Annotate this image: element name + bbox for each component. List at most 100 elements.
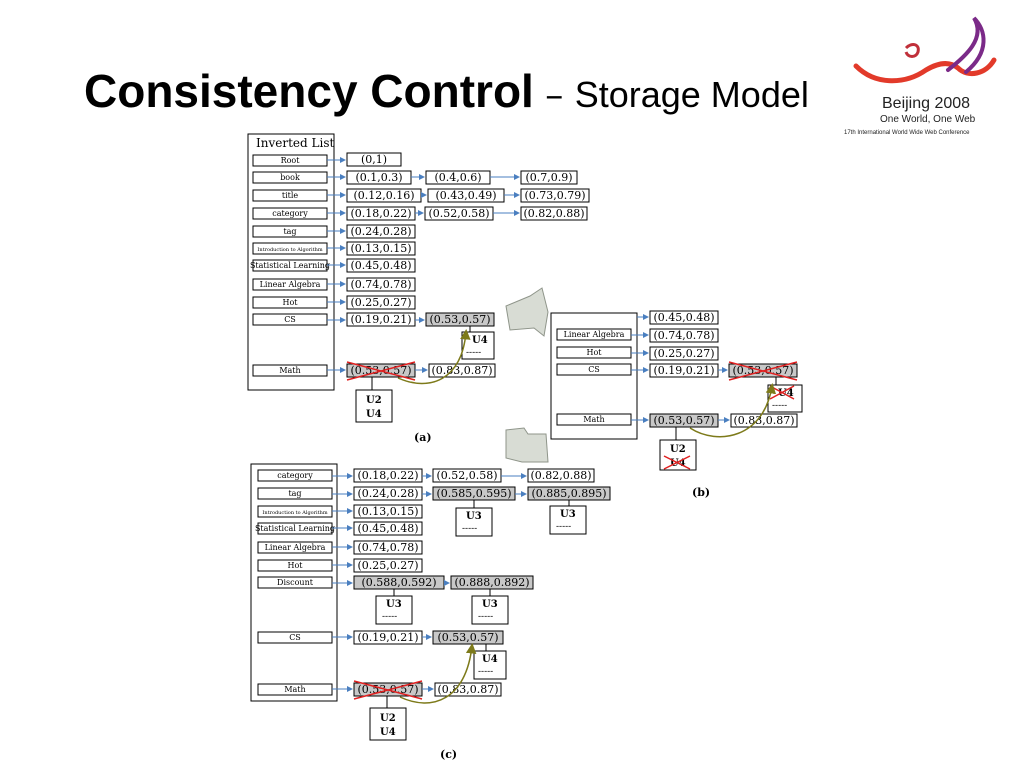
c-value: (0.19,0.21) (357, 631, 418, 644)
a-cs-user: U4 (472, 335, 488, 346)
c-math-user: U4 (380, 727, 396, 738)
a-value: (0,1) (361, 153, 387, 166)
panel-a-header: Inverted List (256, 136, 334, 150)
c-u3-user: U3 (386, 599, 402, 610)
c-u3-user: U3 (560, 509, 576, 520)
logo-swirl-small (904, 43, 920, 58)
panel-c-caption: (c) (440, 748, 457, 761)
panel-a-caption: (a) (414, 431, 432, 444)
c-value: (0.83,0.87) (437, 683, 498, 696)
a-value: (0.73,0.79) (524, 189, 585, 202)
a-user-box (355, 389, 393, 423)
a-label-tag: tag (283, 227, 296, 236)
c-value: (0.45,0.48) (357, 522, 418, 535)
c-value: (0.18,0.22) (357, 469, 418, 482)
logo-line3: 17th International World Wide Web Confer… (844, 130, 970, 136)
a-value-box (346, 241, 416, 256)
b-value: (0.74,0.78) (653, 329, 714, 342)
a-label-cs: CS (284, 315, 296, 324)
a-value-box (346, 152, 402, 167)
c-value-box (527, 468, 595, 483)
c-user-box (471, 595, 509, 625)
panel-a: Inverted List Root book title category t… (247, 133, 590, 444)
c-math-user: U2 (380, 713, 396, 724)
panel-b-list-frame (550, 312, 638, 440)
a-value: (0.12,0.16) (353, 189, 414, 202)
b-math-user: U2 (670, 444, 686, 455)
c-label-hot: Hot (287, 561, 303, 570)
a-value: (0.4,0.6) (434, 171, 481, 184)
b-label-linear-algebra: Linear Algebra (564, 330, 625, 339)
a-value: (0.24,0.28) (350, 225, 411, 238)
b-value: (0.25,0.27) (653, 347, 714, 360)
c-u3-dashes: ----- (382, 612, 397, 622)
a-value-box (428, 363, 496, 378)
a-update-curve (397, 329, 471, 385)
a-math-user: U4 (366, 409, 382, 420)
b-value-box (649, 346, 719, 361)
c-label-math: Math (284, 685, 305, 694)
a-math-user: U2 (366, 395, 382, 406)
a-value: (0.45,0.48) (350, 259, 411, 272)
c-update-curve (399, 643, 477, 704)
a-label-hot: Hot (282, 298, 298, 307)
c-value: (0.25,0.27) (357, 559, 418, 572)
panel-b: Linear Algebra Hot CS Math (0.45,0.48) (… (550, 310, 803, 499)
c-label-discount: Discount (277, 578, 314, 587)
a-cs-dashes: ----- (466, 348, 481, 358)
b-value-box (649, 328, 719, 343)
a-value-box (346, 258, 416, 273)
a-label-math: Math (279, 366, 300, 375)
transition-arrow-a-to-b (505, 287, 549, 337)
title-subtitle: Storage Model (574, 74, 809, 115)
a-value-box (346, 277, 416, 292)
b-cs-dashes: ----- (772, 401, 787, 411)
c-u3-dashes: ----- (462, 524, 477, 534)
a-label-root: Root (281, 156, 301, 165)
c-value: (0.888,0.892) (454, 576, 529, 589)
logo-swirl-red (853, 57, 997, 84)
b-label-cs: CS (588, 365, 600, 374)
a-value: (0.53,0.57) (429, 313, 490, 326)
c-value-box (353, 540, 423, 555)
c-user-box (549, 505, 587, 535)
c-u3-dashes: ----- (478, 612, 493, 622)
a-value: (0.52,0.58) (428, 207, 489, 220)
c-cross-mark (353, 680, 423, 700)
a-value: (0.13,0.15) (350, 242, 411, 255)
logo-swirl-purple (946, 16, 986, 74)
c-value: (0.13,0.15) (357, 505, 418, 518)
b-label-math: Math (583, 415, 604, 424)
logo-line2: One World, One Web (880, 114, 976, 125)
b-value: (0.83,0.87) (733, 414, 794, 427)
c-label-linear-algebra: Linear Algebra (265, 543, 326, 552)
c-value-box (353, 558, 423, 573)
b-update-curve (689, 383, 777, 438)
b-value-box (730, 413, 798, 428)
a-value: (0.7,0.9) (525, 171, 572, 184)
b-value: (0.45,0.48) (653, 311, 714, 324)
panel-c: category tag Introduction to Algorithm S… (250, 463, 611, 761)
panel-a-list-frame (247, 133, 335, 391)
a-value: (0.83,0.87) (431, 364, 492, 377)
conference-logo: Beijing 2008 One World, One Web 17th Int… (844, 16, 997, 136)
c-u3-dashes: ----- (556, 522, 571, 532)
c-value: (0.585,0.595) (436, 487, 511, 500)
a-value: (0.82,0.88) (523, 207, 584, 220)
c-value: (0.74,0.78) (357, 541, 418, 554)
b-cs-user: U4 (778, 388, 794, 399)
a-label-book: book (280, 173, 300, 182)
c-value: (0.588,0.592) (361, 576, 436, 589)
c-label-cs: CS (289, 633, 301, 642)
a-value-box (520, 188, 590, 203)
c-value-box (353, 504, 423, 519)
c-value: (0.885,0.895) (531, 487, 606, 500)
a-value: (0.74,0.78) (350, 278, 411, 291)
a-value: (0.25,0.27) (350, 296, 411, 309)
a-value: (0.1,0.3) (355, 171, 402, 184)
a-label-intro-algorithm: Introduction to Algorithm (257, 247, 323, 253)
b-cross-mark (728, 361, 798, 381)
c-cs-user: U4 (482, 654, 498, 665)
slide-title: Consistency Control – Storage Model (84, 64, 809, 118)
